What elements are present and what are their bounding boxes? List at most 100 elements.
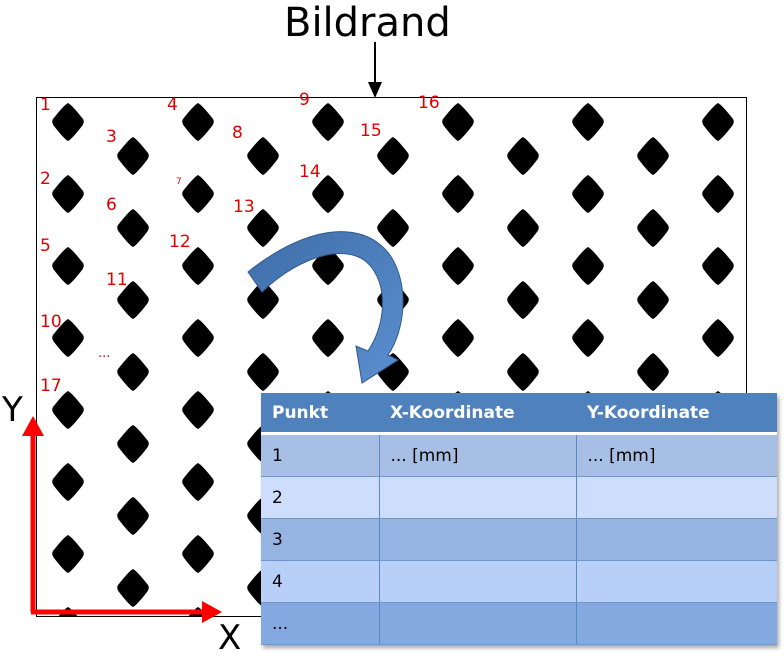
- point-label: 1: [40, 95, 51, 115]
- dot: [52, 175, 84, 213]
- cell: 4: [261, 560, 380, 603]
- dot: [182, 247, 214, 285]
- y-axis-label: Y: [2, 390, 23, 430]
- point-label: 17: [40, 376, 62, 396]
- dot: [182, 103, 214, 141]
- dot: [442, 247, 474, 285]
- dot: [377, 137, 409, 175]
- dot: [117, 281, 149, 319]
- cell: [576, 518, 777, 561]
- coordinates-table: Punkt X-Koordinate Y-Koordinate 1... [mm…: [261, 393, 777, 645]
- point-label: 9: [299, 90, 310, 110]
- table-row: 2: [261, 476, 777, 519]
- dot: [52, 535, 84, 573]
- dot: [507, 137, 539, 175]
- dot: [117, 569, 149, 607]
- dot: [507, 281, 539, 319]
- dot: [702, 175, 734, 213]
- dot: [507, 353, 539, 391]
- dot: [117, 641, 149, 661]
- dot: [182, 535, 214, 573]
- cell: 3: [261, 518, 380, 561]
- dot: [572, 103, 604, 141]
- point-label: 10: [40, 312, 62, 332]
- point-label: 14: [299, 162, 321, 182]
- point-label: 5: [40, 236, 51, 256]
- y-axis-arrowhead: [22, 416, 44, 436]
- cell: [379, 602, 577, 645]
- dot: [637, 137, 669, 175]
- point-label: 16: [418, 93, 440, 113]
- dot: [52, 463, 84, 501]
- dot: [442, 319, 474, 357]
- dot: [117, 497, 149, 535]
- point-label: 15: [360, 121, 382, 141]
- dot: [312, 103, 344, 141]
- cell: ... [mm]: [576, 433, 777, 477]
- point-label: 11: [106, 270, 128, 290]
- dot: [117, 209, 149, 247]
- dot: [52, 391, 84, 429]
- header-x-koordinate: X-Koordinate: [379, 393, 576, 435]
- dot: [637, 353, 669, 391]
- x-axis-arrowhead: [202, 601, 222, 623]
- dot: [572, 247, 604, 285]
- dot: [702, 247, 734, 285]
- point-label: 13: [233, 197, 255, 217]
- table-row: ...: [261, 602, 777, 645]
- dot: [52, 103, 84, 141]
- cell: ... [mm]: [379, 433, 577, 477]
- point-label: 8: [232, 123, 243, 143]
- dot: [702, 103, 734, 141]
- dot: [247, 353, 279, 391]
- dot: [182, 319, 214, 357]
- table-row: 3: [261, 518, 777, 561]
- table-row: 4: [261, 560, 777, 603]
- cell: [576, 560, 777, 603]
- point-label: 4: [167, 95, 178, 115]
- point-label: 6: [106, 195, 117, 215]
- dot: [637, 281, 669, 319]
- dot: [442, 103, 474, 141]
- dot: [442, 175, 474, 213]
- dot: [377, 209, 409, 247]
- cell: 1: [261, 433, 380, 477]
- dot: [507, 209, 539, 247]
- header-y-koordinate: Y-Koordinate: [576, 393, 777, 435]
- dot: [117, 137, 149, 175]
- dot: [117, 353, 149, 391]
- dot: [312, 175, 344, 213]
- cell: ...: [261, 602, 380, 645]
- point-label: 12: [169, 232, 191, 252]
- point-label: 7: [176, 177, 182, 187]
- cell: 2: [261, 476, 380, 519]
- dot: [52, 247, 84, 285]
- point-label: 3: [106, 127, 117, 147]
- cell: [379, 476, 577, 519]
- dot: [572, 175, 604, 213]
- cell: [576, 602, 777, 645]
- cell: [379, 560, 577, 603]
- point-label: 2: [40, 169, 51, 189]
- point-label-ellipsis: ...: [98, 346, 111, 361]
- dot: [637, 209, 669, 247]
- bildrand-title: Bildrand: [284, 0, 451, 46]
- dot: [182, 463, 214, 501]
- dot: [702, 319, 734, 357]
- bildrand-arrow-head: [368, 82, 382, 98]
- header-punkt: Punkt: [261, 393, 379, 435]
- cell: [576, 476, 777, 519]
- dot: [247, 209, 279, 247]
- dot: [117, 425, 149, 463]
- dot: [312, 319, 344, 357]
- dot: [182, 175, 214, 213]
- dot: [572, 319, 604, 357]
- x-axis-label: X: [218, 618, 242, 658]
- dot: [247, 281, 279, 319]
- table-row: 1... [mm]... [mm]: [261, 433, 777, 477]
- curved-arrow-icon: [247, 231, 404, 384]
- cell: [379, 518, 577, 561]
- dot: [182, 391, 214, 429]
- dot: [52, 319, 84, 357]
- dot: [247, 137, 279, 175]
